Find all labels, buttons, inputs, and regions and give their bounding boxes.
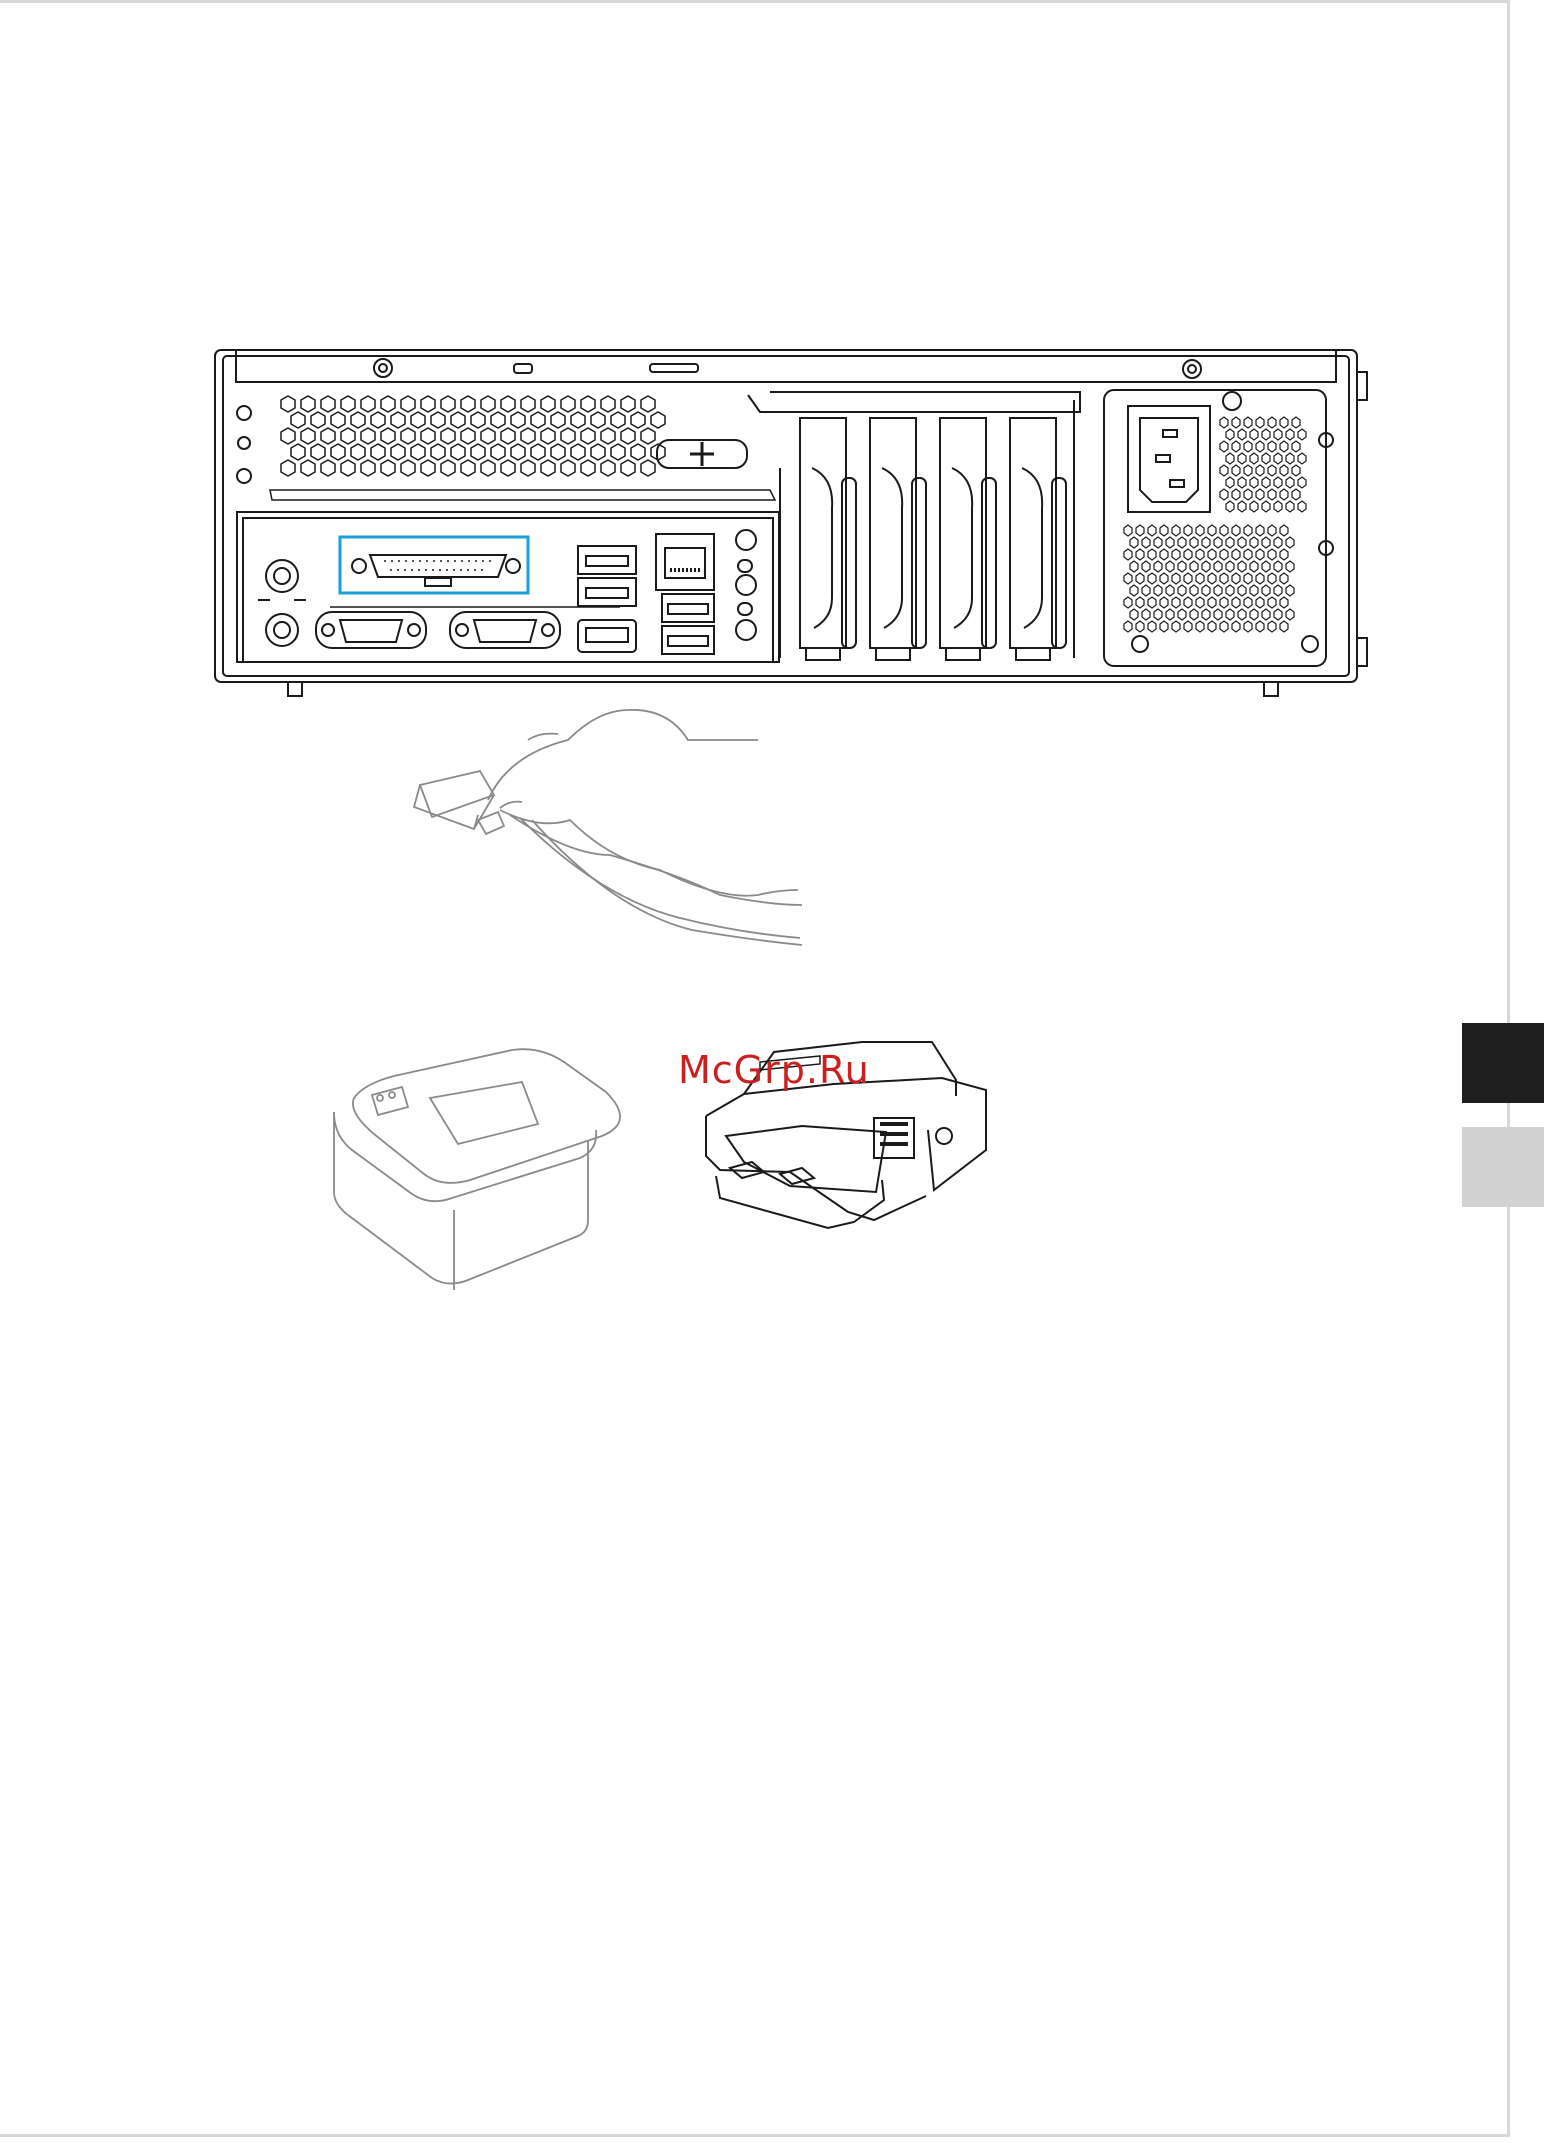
power-supply — [1104, 390, 1333, 666]
watermark-text: McGrp.Ru — [678, 1048, 870, 1092]
receipt-printer — [334, 1049, 620, 1290]
parallel-port-highlight — [340, 537, 528, 593]
expansion-slots — [748, 392, 1080, 660]
vent-grid-left — [281, 396, 665, 476]
pc-rear-panel — [215, 350, 1367, 696]
hand-connecting-parallel-cable — [414, 710, 802, 945]
